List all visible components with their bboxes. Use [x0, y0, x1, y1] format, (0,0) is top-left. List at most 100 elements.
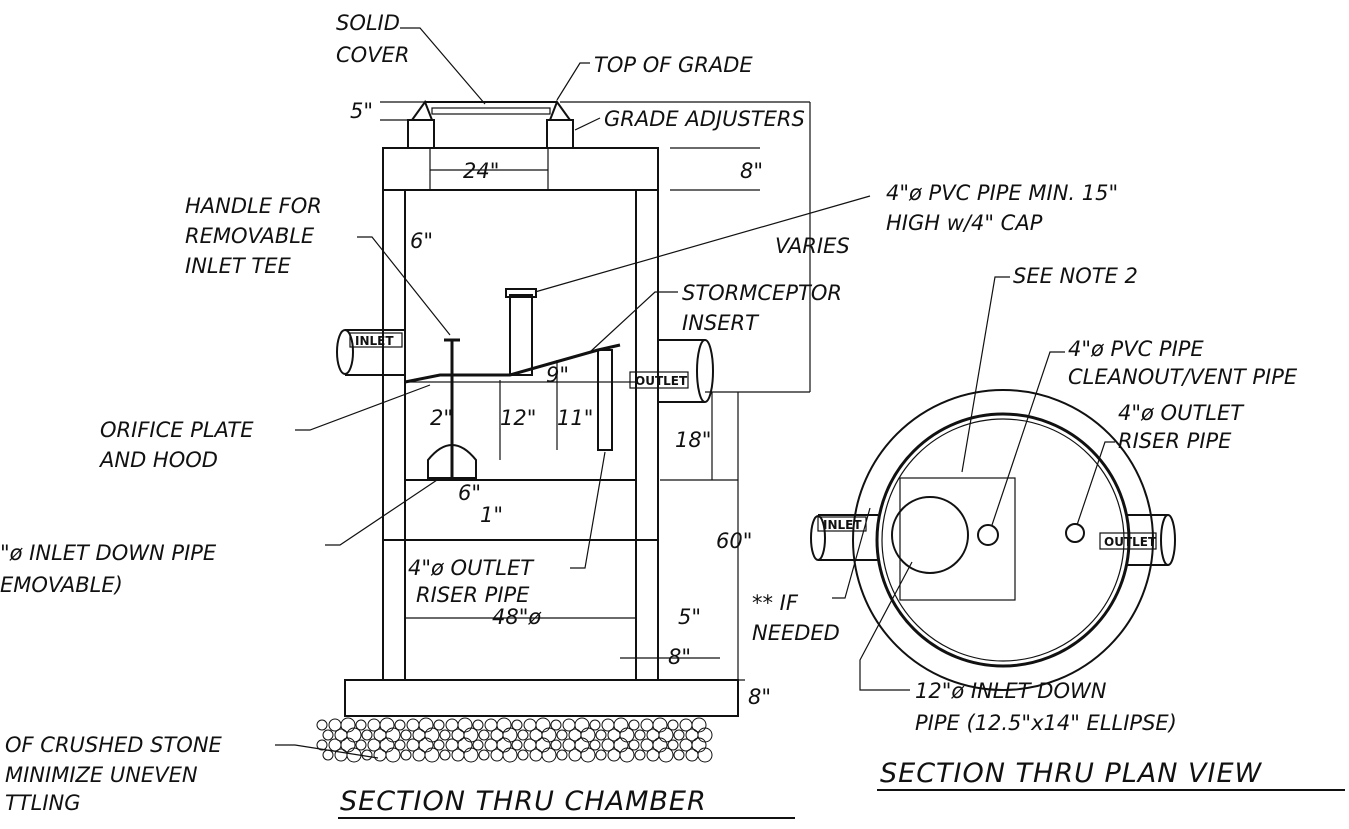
leader-outlet-riser [570, 451, 606, 569]
stone [697, 747, 713, 763]
stone [646, 748, 660, 762]
cleanout-line2: CLEANOUT/VENT PIPE [1068, 365, 1298, 389]
stone [628, 719, 640, 731]
dim-18: 18" [675, 428, 711, 452]
plan-riser-line2: RISER PIPE [1118, 429, 1232, 453]
dim-6-low: 6" [458, 481, 481, 505]
dim-8-base: 8" [748, 685, 771, 709]
plan-outlet-pipe [1126, 514, 1168, 566]
stone [529, 748, 543, 762]
orifice-line2: AND HOOD [98, 448, 218, 472]
stone [394, 719, 406, 731]
stone [439, 729, 451, 741]
solid-cover-line2: COVER [336, 43, 409, 67]
dim-8-wall: 8" [668, 645, 691, 669]
stone [511, 739, 523, 751]
stone [673, 729, 685, 741]
outlet-riser-pipe [597, 349, 613, 451]
stone [478, 729, 490, 741]
stone [556, 749, 568, 761]
stone [502, 727, 518, 743]
grade-adjuster-right [546, 119, 574, 149]
stone [580, 727, 596, 743]
if-needed-line2: NEEDED [752, 621, 840, 645]
stormceptor-line2: INSERT [682, 311, 760, 335]
base-slab [344, 679, 739, 717]
dim-48: 48"ø [492, 605, 542, 629]
stone [628, 739, 640, 751]
stone [346, 727, 362, 743]
chamber-section: INLET OUTLET [275, 27, 871, 763]
stone [517, 729, 529, 741]
stone [634, 729, 646, 741]
plan-outlet-riser [1065, 523, 1085, 543]
varies-label: VARIES [775, 234, 850, 258]
stone [667, 739, 679, 751]
stone [400, 729, 412, 741]
plan-inner-wall [875, 412, 1131, 668]
plan-inlet-down-line2: PIPE (12.5"x14" ELLIPSE) [915, 711, 1177, 735]
inlet-down-line1: "ø INLET DOWN PIPE [0, 541, 217, 565]
top-slab [382, 147, 659, 191]
leader-pvc [534, 195, 871, 293]
plan-outlet-end [1160, 514, 1176, 566]
stone [589, 719, 601, 731]
stormceptor-line1: STORMCEPTOR [682, 281, 842, 305]
stone [385, 747, 401, 763]
stone [673, 749, 685, 761]
pvc-cap [505, 288, 537, 298]
stone [472, 719, 484, 731]
grade-adjuster-left [407, 119, 435, 149]
plan-inlet-tag: INLET [823, 518, 862, 532]
outlet-riser-line2: RISER PIPE [416, 583, 530, 607]
leader-stormceptor [589, 291, 678, 353]
orifice-hood [427, 444, 477, 479]
stormceptor-insert [404, 343, 621, 384]
dim-60: 60" [716, 529, 752, 553]
stone [433, 719, 445, 731]
stone [607, 748, 621, 762]
stone [400, 749, 412, 761]
stone [595, 749, 607, 761]
stone [322, 729, 334, 741]
leader-adjusters [574, 117, 601, 131]
stone [595, 729, 607, 741]
handle-note-line3: INLET TEE [185, 254, 291, 278]
chamber-title: SECTION THRU CHAMBER [340, 786, 707, 817]
inlet-pipe [345, 329, 405, 376]
lower-wall-right [635, 539, 659, 681]
stone [463, 747, 479, 763]
handle-note-line2: REMOVABLE [185, 224, 315, 248]
plan-insert-box [899, 477, 1016, 601]
stone [355, 739, 367, 751]
stone [472, 739, 484, 751]
dim-5-wall: 5" [678, 605, 701, 629]
plan-outlet-tag-box [1099, 532, 1157, 550]
outlet-tag: OUTLET [635, 374, 688, 388]
stone [451, 748, 465, 762]
leader-inlet-down [325, 477, 441, 546]
stone [619, 727, 635, 743]
dim-1: 1" [480, 503, 503, 527]
stone [463, 727, 479, 743]
stone [589, 739, 601, 751]
stone [697, 727, 713, 743]
stone [568, 748, 582, 762]
stone [550, 739, 562, 751]
plan-inlet-tag-box [817, 516, 867, 532]
stone-line2: MINIMIZE UNEVEN [5, 763, 198, 787]
inlet-pipe-end [336, 329, 354, 375]
leader-grade [556, 62, 590, 101]
stone [541, 747, 557, 763]
stone [541, 727, 557, 743]
stone [361, 729, 373, 741]
orifice-line1: ORIFICE PLATE [100, 418, 254, 442]
top-of-grade-label: TOP OF GRADE [594, 53, 753, 77]
stone [439, 749, 451, 761]
plan-riser-line1: 4"ø OUTLET [1118, 401, 1245, 425]
stone-line1: OF CRUSHED STONE [5, 733, 223, 757]
plan-insert-edge [881, 418, 1125, 662]
dim-5-top: 5" [350, 99, 373, 123]
stone [685, 748, 699, 762]
